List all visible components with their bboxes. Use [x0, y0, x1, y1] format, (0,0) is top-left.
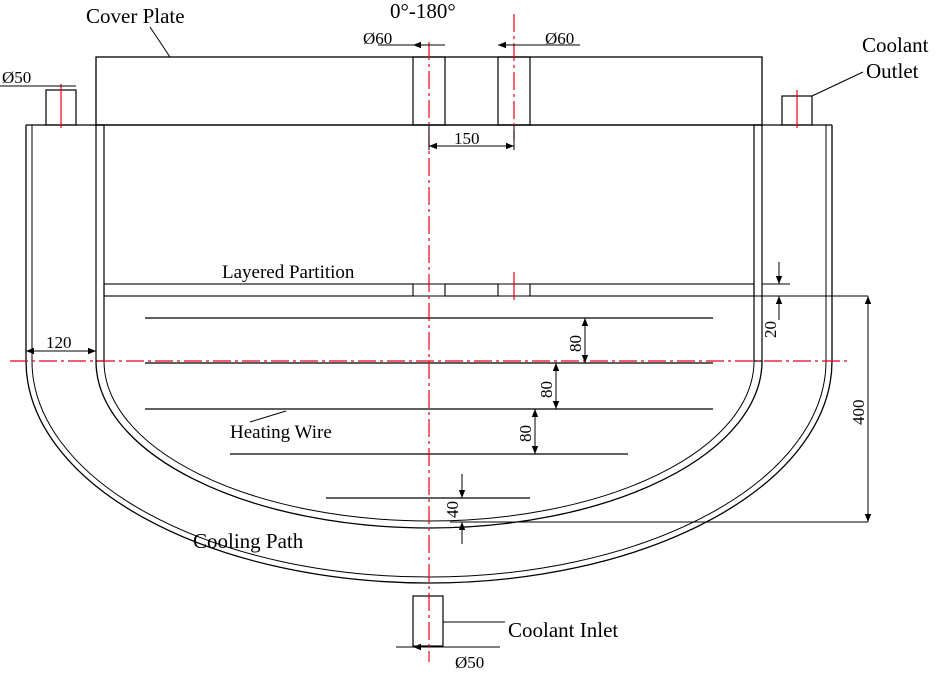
- wire-pitch-2-dim: 80: [537, 381, 556, 398]
- cover-plate-label: Cover Plate: [86, 4, 185, 28]
- outlet-nozzle-left: [45, 84, 77, 128]
- coolant-outlet-label-1: Coolant: [862, 33, 929, 57]
- coolant-inlet-nozzle: [412, 595, 444, 647]
- dimension-lines: [0, 41, 872, 651]
- coolant-outlet-nozzle: [781, 90, 813, 128]
- bottom-gap-dim: 40: [443, 501, 462, 518]
- angle-range-label: 0°-180°: [390, 0, 456, 23]
- layered-partition: [103, 272, 755, 300]
- port-spacing-dim: 150: [454, 129, 480, 148]
- layered-partition-label: Layered Partition: [222, 262, 355, 283]
- coolant-outlet-label-2: Outlet: [866, 59, 919, 83]
- partition-offset-dim: 20: [761, 321, 780, 338]
- jacket-width-dim: 120: [46, 333, 72, 352]
- depth-dim: 400: [849, 400, 868, 426]
- coolant-inlet-label: Coolant Inlet: [508, 618, 618, 642]
- port-dia-right-dim: Ø60: [545, 29, 574, 48]
- leader-lines: [149, 26, 864, 623]
- outlet-dia-dim: Ø50: [2, 68, 31, 87]
- cooling-path-label: Cooling Path: [193, 529, 304, 553]
- wire-pitch-1-dim: 80: [566, 335, 585, 352]
- wire-pitch-3-dim: 80: [516, 425, 535, 442]
- outer-jacket: [25, 125, 833, 584]
- port-dia-left-dim: Ø60: [363, 29, 392, 48]
- heating-wire-label: Heating Wire: [230, 422, 332, 443]
- inlet-dia-dim: Ø50: [455, 653, 484, 672]
